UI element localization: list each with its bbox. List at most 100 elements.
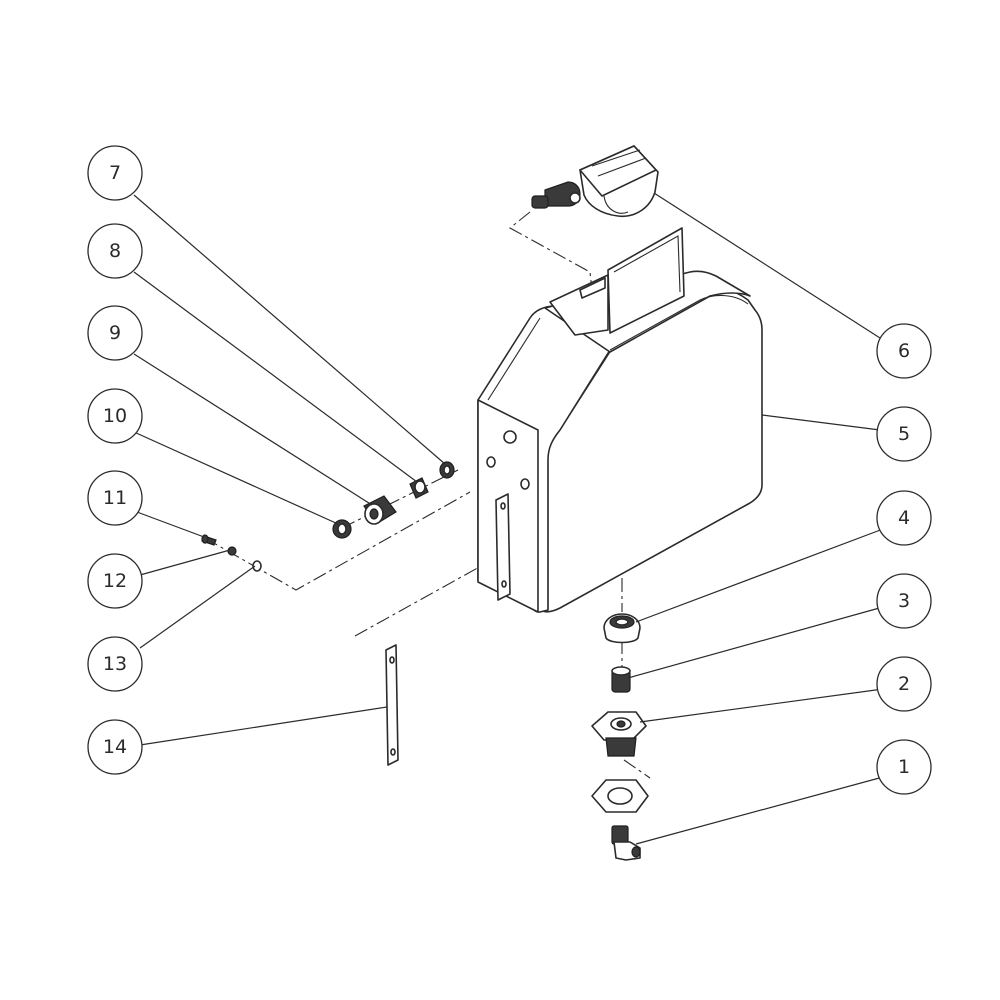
callout-4: 4 [876, 490, 932, 546]
callout-13: 13 [87, 636, 143, 692]
callout-3: 3 [876, 573, 932, 629]
washer-7-inner [443, 465, 451, 475]
centerline-cap-to-tank [509, 211, 593, 291]
strap-14-hole-bottom [390, 748, 396, 756]
cap-vent-tip [531, 195, 549, 209]
center-lines [204, 211, 651, 779]
centerline-bracket [354, 539, 529, 637]
callout-11-circle [87, 470, 143, 526]
leader-lines [133, 192, 884, 845]
callout-8-label: 8 [109, 240, 121, 262]
leader-14 [139, 706, 388, 746]
callout-3-label: 3 [898, 590, 910, 612]
tank-filler-tab [579, 277, 606, 299]
leader-13 [139, 565, 256, 649]
valve-part-2 [591, 711, 647, 757]
callout-5-label: 5 [898, 423, 910, 445]
strap-14-hole-top [389, 656, 395, 664]
callout-2-label: 2 [898, 673, 910, 695]
leader-1 [635, 776, 884, 845]
leader-9 [133, 353, 373, 506]
callout-7-label: 7 [109, 162, 121, 184]
callout-14-label: 14 [103, 736, 127, 758]
callout-5: 5 [876, 406, 932, 462]
cap-vent-ring [569, 192, 581, 204]
callout-14: 14 [87, 719, 143, 775]
centerline-washer-to-tank [341, 469, 459, 529]
callout-12-label: 12 [103, 570, 127, 592]
washer-10-inner [337, 523, 347, 535]
tank-filler-lid-edge [613, 235, 681, 293]
callout-11-label: 11 [103, 487, 127, 509]
tank-hole-3 [520, 478, 530, 490]
fitting-part-3 [611, 666, 631, 693]
callout-6-circle [876, 323, 932, 379]
elbow-part-1 [611, 825, 641, 861]
nut-part-12 [227, 546, 237, 556]
callout-9: 9 [87, 305, 143, 361]
elbow-1-port [631, 846, 641, 858]
callout-4-label: 4 [898, 507, 910, 529]
callout-7-circle [87, 145, 143, 201]
cap-grip-line-1 [591, 149, 641, 167]
tank-hole-2 [486, 456, 496, 468]
leader-3 [627, 606, 884, 679]
leader-4 [635, 528, 884, 623]
washer-part-13 [252, 560, 262, 572]
callout-8-circle [87, 223, 143, 279]
strap-14-body [385, 644, 399, 766]
nut-part-1-hex [591, 779, 649, 813]
callout-4-circle [876, 490, 932, 546]
valve-2-bore [616, 720, 626, 728]
callout-13-circle [87, 636, 143, 692]
cap-part-6 [531, 145, 659, 217]
callout-3-circle [876, 573, 932, 629]
centerline-fittings [204, 491, 471, 591]
callout-9-label: 9 [109, 322, 121, 344]
tank-filler-lid [607, 227, 685, 334]
leader-11 [136, 511, 205, 538]
cap-top [579, 145, 657, 197]
nipple-8-end [414, 480, 426, 494]
fitting-part-7 [439, 461, 455, 479]
connector-9-bore [369, 508, 379, 520]
callout-12: 12 [87, 553, 143, 609]
fitting-part-8 [409, 477, 429, 499]
cap-curve [603, 195, 629, 214]
hex-nut-bore [607, 787, 633, 805]
callout-9-circle [87, 305, 143, 361]
callout-13-label: 13 [103, 653, 127, 675]
grommet-4-bore [615, 618, 629, 626]
callout-12-circle [87, 553, 143, 609]
leader-10 [133, 431, 339, 525]
tank-edge-line-1 [609, 295, 749, 351]
callout-11: 11 [87, 470, 143, 526]
callout-6-label: 6 [898, 340, 910, 362]
callout-10: 10 [87, 388, 143, 444]
tank-edge-line-2 [559, 351, 611, 431]
tank-hole-1 [503, 430, 517, 444]
leader-8 [133, 271, 418, 483]
tank-part-5 [477, 227, 763, 613]
fitting-part-9 [363, 495, 397, 525]
leader-12 [139, 549, 231, 576]
cap-grip-line-2 [597, 157, 647, 177]
callout-7: 7 [87, 145, 143, 201]
callout-8: 8 [87, 223, 143, 279]
leader-2 [639, 688, 884, 723]
callout-1-circle [876, 739, 932, 795]
callout-2-circle [876, 656, 932, 712]
washer-13 [252, 560, 262, 572]
callout-1: 1 [876, 739, 932, 795]
tank-edge-line-4 [487, 317, 541, 401]
grommet-part-4 [603, 613, 641, 644]
callout-6: 6 [876, 323, 932, 379]
leader-6 [653, 192, 881, 339]
strap-part-14 [385, 644, 399, 766]
callout-14-circle [87, 719, 143, 775]
callout-5-circle [876, 406, 932, 462]
tank-bracket-slot-top [500, 502, 506, 510]
fitting-part-10 [332, 519, 352, 539]
callout-10-label: 10 [103, 405, 127, 427]
callout-10-circle [87, 388, 143, 444]
